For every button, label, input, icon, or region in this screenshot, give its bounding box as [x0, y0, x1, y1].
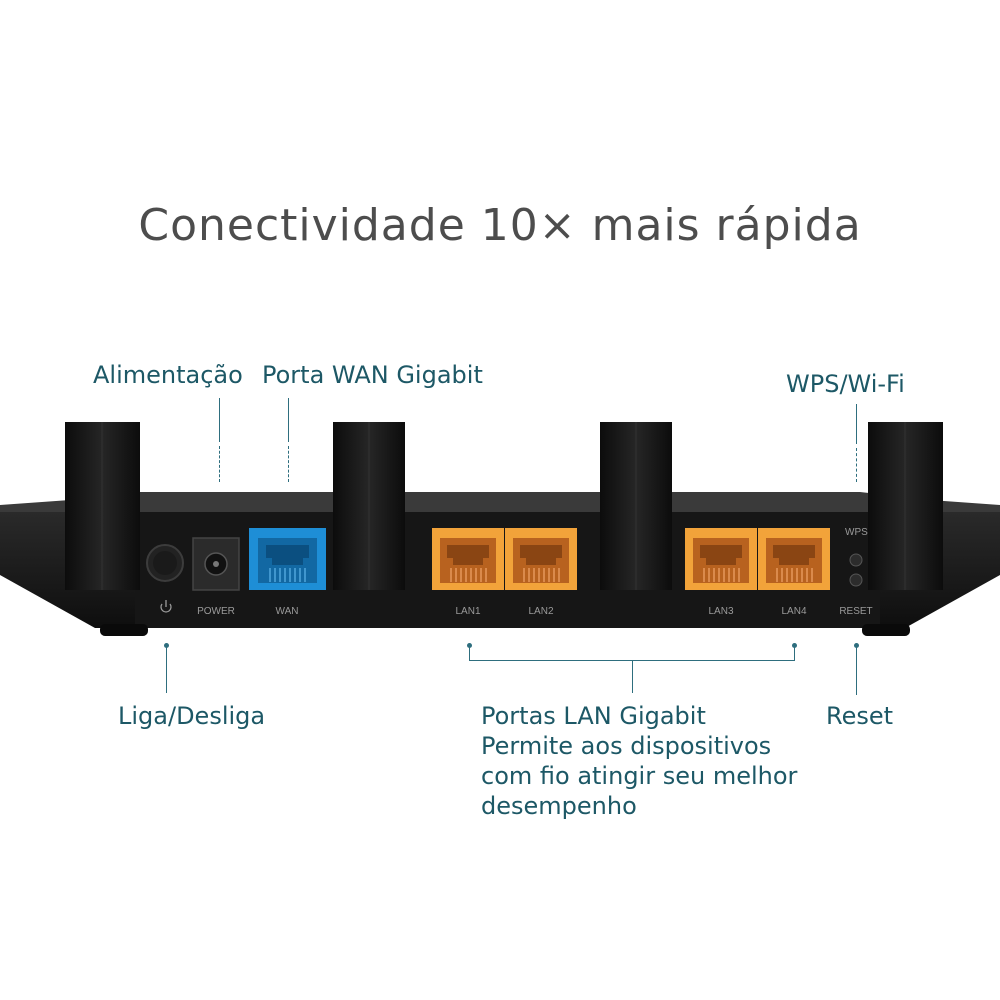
- lan1-port-label: LAN1: [455, 606, 480, 617]
- page-title: Conectividade 10× mais rápida: [138, 200, 862, 251]
- onoff-leader: [166, 645, 167, 693]
- power-callout: Alimentação: [93, 361, 243, 389]
- lan-callout-line: Permite aos dispositivos: [481, 732, 772, 760]
- lan-bracket-dot: [792, 643, 797, 648]
- reset-leader: [856, 645, 857, 695]
- wan-leader: [288, 398, 289, 442]
- wps-port-label: WPS: [845, 527, 868, 538]
- lan3-port-label: LAN3: [708, 606, 733, 617]
- lan-callout-line: desempenho: [481, 792, 637, 820]
- foot-right: [862, 624, 910, 636]
- power-leader: [219, 398, 220, 442]
- wps-callout: WPS/Wi-Fi: [786, 370, 905, 398]
- lan-bracket-left: [469, 645, 470, 660]
- power-leader-dotted: [219, 446, 220, 482]
- wps-button: [849, 553, 863, 567]
- reset-button: [849, 573, 863, 587]
- onoff-callout: Liga/Desliga: [118, 702, 266, 730]
- wan-port-label: WAN: [276, 606, 299, 617]
- lan-port-3: [685, 528, 757, 590]
- foot-left: [100, 624, 148, 636]
- lan4-port-label: LAN4: [781, 606, 806, 617]
- lan-callout-line: com fio atingir seu melhor: [481, 762, 798, 790]
- reset-leader-dot: [854, 643, 859, 648]
- wps-leader-dotted: [856, 448, 857, 482]
- router-top: [0, 492, 1000, 515]
- lan-port-2: [505, 528, 577, 590]
- lan-bracket-right: [794, 645, 795, 660]
- lan2-port-label: LAN2: [528, 606, 553, 617]
- wan-callout: Porta WAN Gigabit: [262, 361, 483, 389]
- wan-leader-dotted: [288, 446, 289, 482]
- lan-port-4: [758, 528, 830, 590]
- reset-port-label: RESET: [839, 606, 872, 617]
- lan-callout-line: Portas LAN Gigabit: [481, 702, 706, 730]
- lan-bracket-dot: [467, 643, 472, 648]
- lan-leader: [632, 660, 633, 693]
- onoff-leader-dot: [164, 643, 169, 648]
- lan-port-1: [432, 528, 504, 590]
- power-port-label: POWER: [197, 606, 235, 617]
- lan-callout: Portas LAN Gigabit Permite aos dispositi…: [481, 701, 797, 821]
- power-symbol-icon: [160, 600, 172, 613]
- wps-leader: [856, 404, 857, 444]
- reset-callout: Reset: [826, 702, 894, 730]
- wan-port: [249, 528, 326, 590]
